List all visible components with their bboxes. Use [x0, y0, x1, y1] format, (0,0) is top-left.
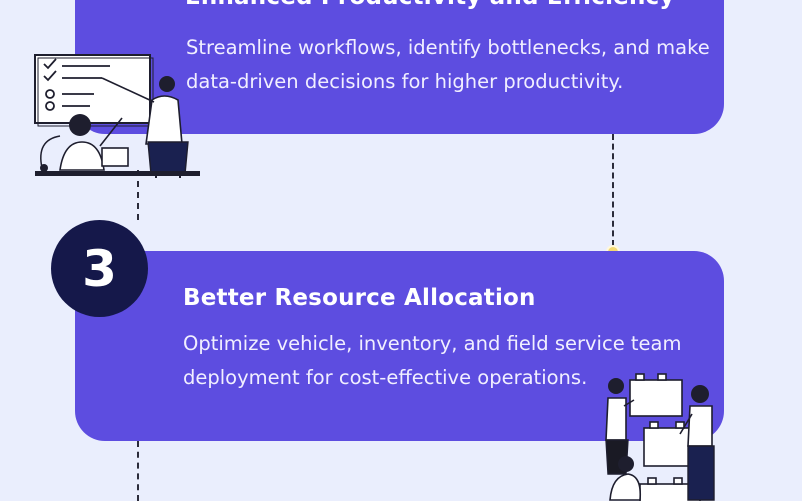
- step-title: Enhanced Productivity and Efficiency: [185, 0, 675, 10]
- presentation-illustration-icon: [34, 54, 200, 178]
- connector-line-right: [612, 134, 614, 246]
- step-card-productivity: Enhanced Productivity and Efficiency Str…: [75, 0, 724, 134]
- connector-line-left-top: [137, 170, 139, 220]
- connector-line-left-bottom: [137, 441, 139, 501]
- step-description: Streamline workflows, identify bottlenec…: [186, 36, 710, 93]
- step-number-badge: 3: [51, 220, 148, 317]
- step-description: Optimize vehicle, inventory, and field s…: [183, 332, 682, 389]
- box-stacking-team-illustration-icon: [605, 373, 715, 501]
- step-title: Better Resource Allocation: [183, 285, 536, 311]
